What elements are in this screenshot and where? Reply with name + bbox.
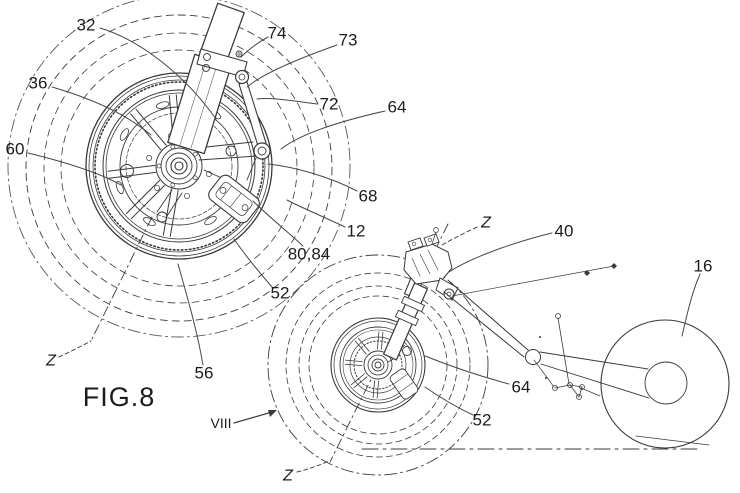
tire-outline-dashed — [25, 14, 333, 322]
ref-numeral-label: 73 — [339, 31, 358, 50]
tire-outline-dashed — [298, 285, 458, 445]
ref-numeral-label: 64 — [388, 98, 407, 117]
leader-z-left — [58, 340, 92, 358]
leader-64-right — [424, 355, 510, 385]
leader-32 — [99, 27, 217, 120]
tire-outline-dashed — [308, 295, 448, 435]
swingarm — [539, 351, 649, 370]
steering-head — [403, 227, 459, 301]
leader-80-84 — [252, 200, 304, 247]
ref-numeral-label: 36 — [29, 74, 48, 93]
motorcycle-side-figure — [267, 223, 730, 476]
viii-detail-circle — [267, 254, 489, 476]
ref-numeral-label: 80,84 — [288, 245, 331, 264]
ref-numeral-label: 64 — [512, 378, 531, 397]
fork-detail-line — [190, 67, 217, 149]
front-brake-caliper — [389, 368, 419, 400]
ref-numeral-label: 16 — [694, 257, 713, 276]
leader-36 — [51, 86, 152, 136]
frame-beam — [443, 291, 525, 358]
ref-numeral-label: 52 — [473, 411, 492, 430]
ref-numeral-label: 68 — [359, 187, 378, 206]
leader-72 — [256, 98, 318, 105]
leader-73 — [246, 44, 338, 88]
swingarm — [540, 363, 650, 399]
leader-lines — [27, 27, 701, 473]
marker-diamond — [611, 263, 617, 269]
link-upper-joint — [234, 69, 250, 85]
bracket-stud — [235, 50, 243, 58]
ref-numeral-label: Z — [282, 468, 294, 485]
leader-12 — [286, 199, 346, 228]
link-lower-joint — [253, 142, 271, 160]
leader-z-top — [439, 226, 478, 247]
lower-arm — [156, 189, 183, 223]
front-wheel — [330, 317, 426, 413]
ref-numeral-label: 74 — [268, 24, 287, 43]
ref-numeral-label: 40 — [555, 222, 574, 241]
bracket-bolt — [203, 53, 211, 61]
fork-clamp-band — [394, 309, 420, 327]
leader-52-right — [424, 386, 474, 416]
wheel-hub — [155, 142, 203, 190]
ref-numeral-label: Z — [480, 215, 492, 232]
ref-numeral-label: 32 — [77, 16, 96, 35]
caliper-mount — [402, 346, 412, 356]
leader-74 — [240, 36, 269, 58]
ref-numeral-label: 60 — [6, 140, 25, 159]
wheel-rim — [85, 72, 273, 260]
ref-numeral-label: 52 — [271, 284, 290, 303]
leader-40 — [448, 232, 553, 273]
leader-56 — [177, 263, 204, 366]
figure-caption: FIG.8 — [83, 382, 156, 412]
tire-outline-dashed — [43, 32, 315, 304]
bracket-bolt — [202, 64, 210, 72]
handlebar-reference-line — [451, 263, 617, 297]
ref-numeral-label: 72 — [320, 95, 339, 114]
ref-numeral-label: 12 — [347, 222, 366, 241]
ref-numeral-label: Z — [45, 353, 57, 370]
leader-16 — [681, 273, 701, 337]
suspension-linkage — [533, 313, 601, 400]
leader-52-left — [233, 238, 273, 288]
front-wheel-detail-figure — [7, 0, 351, 342]
steering-axis-line — [90, 216, 153, 342]
fork-clamp-band — [400, 295, 426, 313]
viii-view-arrow — [233, 410, 277, 424]
view-direction-label: VIII — [210, 415, 231, 431]
leader-68 — [267, 163, 358, 192]
leader-64-left — [280, 110, 386, 150]
tire-outline-dashed — [285, 272, 471, 458]
link-arm — [238, 81, 267, 147]
frame-beam — [449, 281, 529, 351]
rear-wheel — [600, 319, 730, 449]
marker-diamond — [584, 270, 590, 276]
detail-boundary-circle — [7, 0, 351, 338]
fork-detail-line — [179, 64, 206, 146]
spoke-end-lug — [120, 164, 134, 178]
brake-caliper — [208, 174, 260, 224]
tire-outline-dashed — [60, 49, 298, 287]
leader-60 — [27, 152, 122, 186]
swingarm-pivot — [525, 349, 541, 365]
leader-z-bottom — [296, 460, 330, 473]
ref-numeral-label: 56 — [195, 364, 214, 383]
